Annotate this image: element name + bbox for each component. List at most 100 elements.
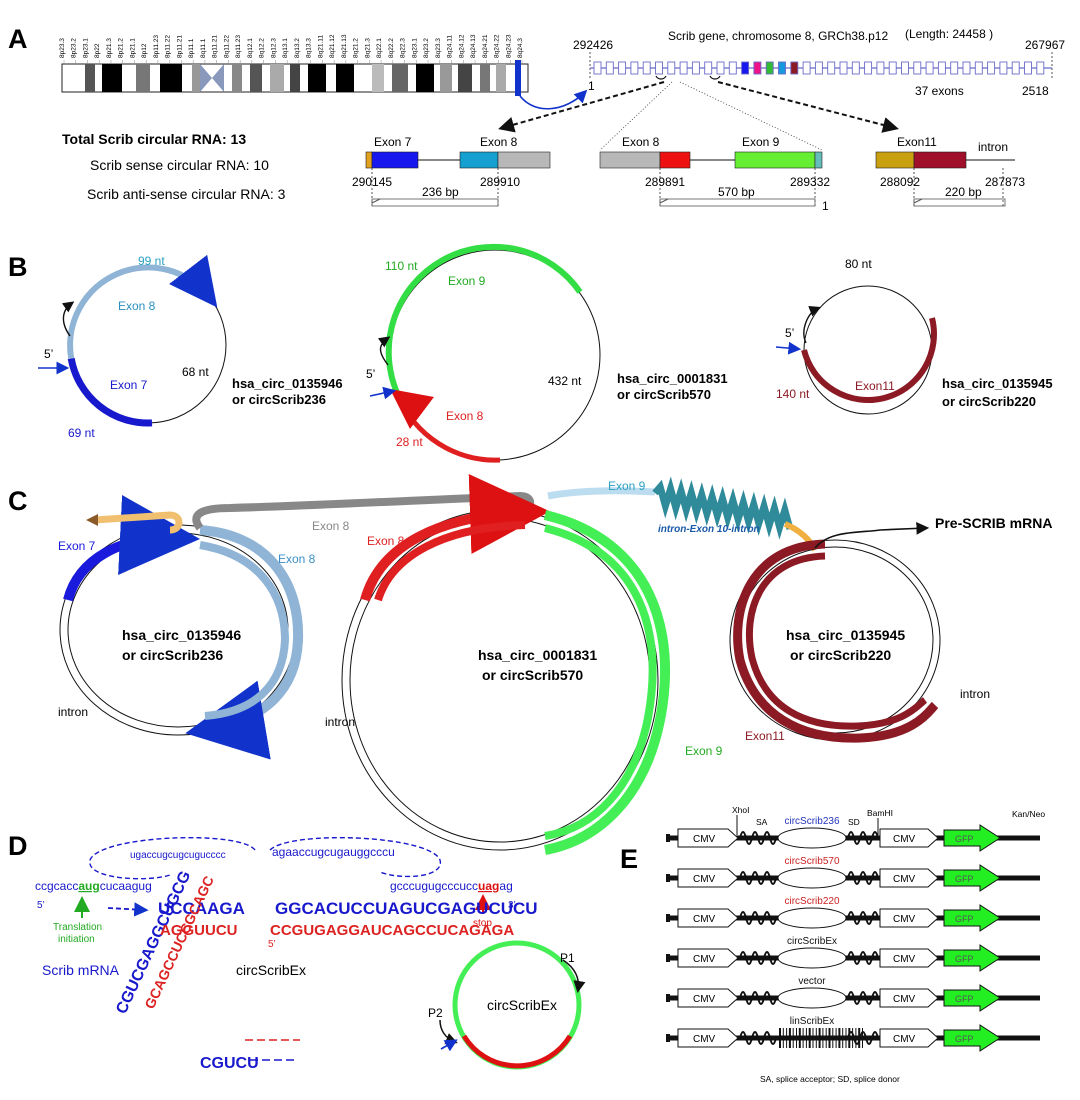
gene-exon — [1024, 61, 1032, 75]
c1-five-prime: 5’ — [44, 347, 53, 361]
c-exon11: Exon11 — [745, 729, 785, 743]
box1-bp: 236 bp — [422, 185, 459, 199]
panel-c: C Exon 7 Exon 8 hsa_circ_0135946 or circ… — [8, 474, 1052, 855]
c-intron2: intron — [325, 715, 355, 729]
gfp-label: GFP — [955, 914, 974, 924]
c3-top-nt: 80 nt — [845, 257, 872, 271]
band-label: 8q11.21 — [212, 35, 219, 58]
e-xhoi: XhoI — [732, 805, 750, 815]
gene-exon — [913, 61, 922, 75]
cmv-promoter — [677, 868, 739, 888]
gene-length: (Length: 24458 ) — [905, 27, 993, 41]
c3-exon11: Exon11 — [855, 379, 895, 393]
cmv-label: CMV — [893, 834, 916, 845]
box3-bp: 220 bp — [945, 185, 982, 199]
box1-coord1: 290145 — [352, 175, 392, 189]
band-label: 8p23.1 — [82, 38, 89, 58]
box2-coord1: 289891 — [645, 175, 685, 189]
c2-exon9: Exon 9 — [448, 274, 486, 288]
cmv-label: CMV — [893, 874, 916, 885]
cmv-label: CMV — [693, 834, 716, 845]
cmv-promoter — [879, 988, 939, 1008]
c-circle-left: Exon 7 Exon 8 hsa_circ_0135946 or circSc… — [58, 495, 316, 760]
box1-coord2: 289910 — [480, 175, 520, 189]
c1-right-nt: 68 nt — [182, 365, 209, 379]
d-stop: stop — [473, 918, 492, 929]
cmv-label: CMV — [693, 1034, 716, 1045]
c-pre-mrna: Pre-SCRIB mRNA — [935, 515, 1052, 531]
panel-a-label: A — [8, 24, 28, 54]
band-label: 8q23.3 — [435, 38, 442, 58]
gene-exon — [679, 61, 688, 75]
zoom-arrow — [519, 89, 588, 110]
gene-exon — [950, 61, 959, 75]
insert-ellipse — [777, 867, 847, 889]
cmv-label: CMV — [893, 1034, 916, 1045]
band-label: 8q22.1 — [376, 38, 383, 58]
band-label: 8q11.22 — [223, 35, 230, 58]
exon-model-circscrib236: Exon 7 Exon 8 290145 289910 236 bp — [352, 135, 551, 207]
band-label: 8q21.12 — [329, 34, 336, 58]
cmv-promoter — [879, 1028, 939, 1048]
c-exon7: Exon 7 — [58, 539, 96, 553]
gene-exon — [987, 61, 996, 75]
d-small-circle-label: circScribEx — [487, 997, 557, 1013]
gfp-box — [943, 944, 1001, 972]
d-red-top-left: AGGUUCU — [160, 922, 238, 939]
gene-exon — [839, 61, 848, 75]
panel-e: E XhoI SA SD BamHI Kan/Neo CMVcircScrib2… — [620, 805, 1045, 1084]
d-right-seq: gcccugugcccuccuagag — [390, 879, 513, 893]
insert-label: circScrib570 — [784, 856, 839, 867]
band-label: 8p23.3 — [59, 38, 66, 58]
insert-label: circScrib236 — [784, 816, 839, 827]
c-exon9-top: Exon 9 — [608, 479, 646, 493]
band-label: 8q13.3 — [306, 38, 313, 58]
circle-circscrib220: 80 nt Exon11 140 nt 5’ hsa_circ_0135945 … — [775, 257, 1053, 415]
gene-exon-track — [593, 61, 1045, 80]
band-label: 8q24.11 — [447, 35, 454, 58]
cmv-label: CMV — [693, 954, 716, 965]
d-p2: P2 — [428, 1006, 443, 1020]
gfp-label: GFP — [955, 994, 974, 1004]
panel-e-label: E — [620, 844, 638, 874]
d-scrib-mrna: Scrib mRNA — [42, 962, 120, 978]
cmv-promoter — [879, 828, 939, 848]
box2-exon9-label: Exon 9 — [742, 135, 780, 149]
insert-ellipse — [777, 947, 847, 969]
band-label: 8q24.22 — [494, 34, 501, 58]
exon-model-circscrib570: Exon 8 Exon 9 289891 289332 570 bp 1 — [599, 135, 830, 213]
d-left-seq: ccgcaccaugcucaagug — [35, 879, 152, 893]
band-label: 8q12.2 — [259, 38, 266, 58]
cmv-label: CMV — [693, 874, 716, 885]
cmv-label: CMV — [693, 994, 716, 1005]
band-label: 8p11.22 — [165, 35, 172, 58]
insert-label: circScrib220 — [784, 896, 839, 907]
band-label: 8q11.23 — [235, 35, 242, 58]
band-label: 8q22.3 — [400, 38, 407, 58]
gfp-box — [943, 904, 1001, 932]
antisense-circrna: Scrib anti-sense circular RNA: 3 — [87, 186, 286, 202]
band-label: 8p11.23 — [153, 35, 160, 58]
c-intron3: intron — [960, 687, 990, 701]
d-initiation: initiation — [58, 934, 95, 945]
insert-ellipse — [777, 827, 847, 849]
c-exon8-red: Exon 8 — [367, 534, 405, 548]
c-intron1: intron — [58, 705, 88, 719]
gene-exon — [728, 61, 737, 75]
band-label: 8p21.2 — [118, 38, 125, 58]
gene-exon — [864, 61, 873, 75]
c2-bottom-nt: 28 nt — [396, 435, 423, 449]
band-label: 8q21.13 — [341, 34, 348, 58]
cmv-promoter — [677, 828, 739, 848]
band-label: 8q12.1 — [247, 38, 254, 58]
d-five-red: 5’ — [268, 939, 276, 950]
panel-b-label: B — [8, 252, 28, 282]
band-label: 8p23.2 — [71, 38, 78, 58]
c2-exon8: Exon 8 — [446, 409, 484, 423]
